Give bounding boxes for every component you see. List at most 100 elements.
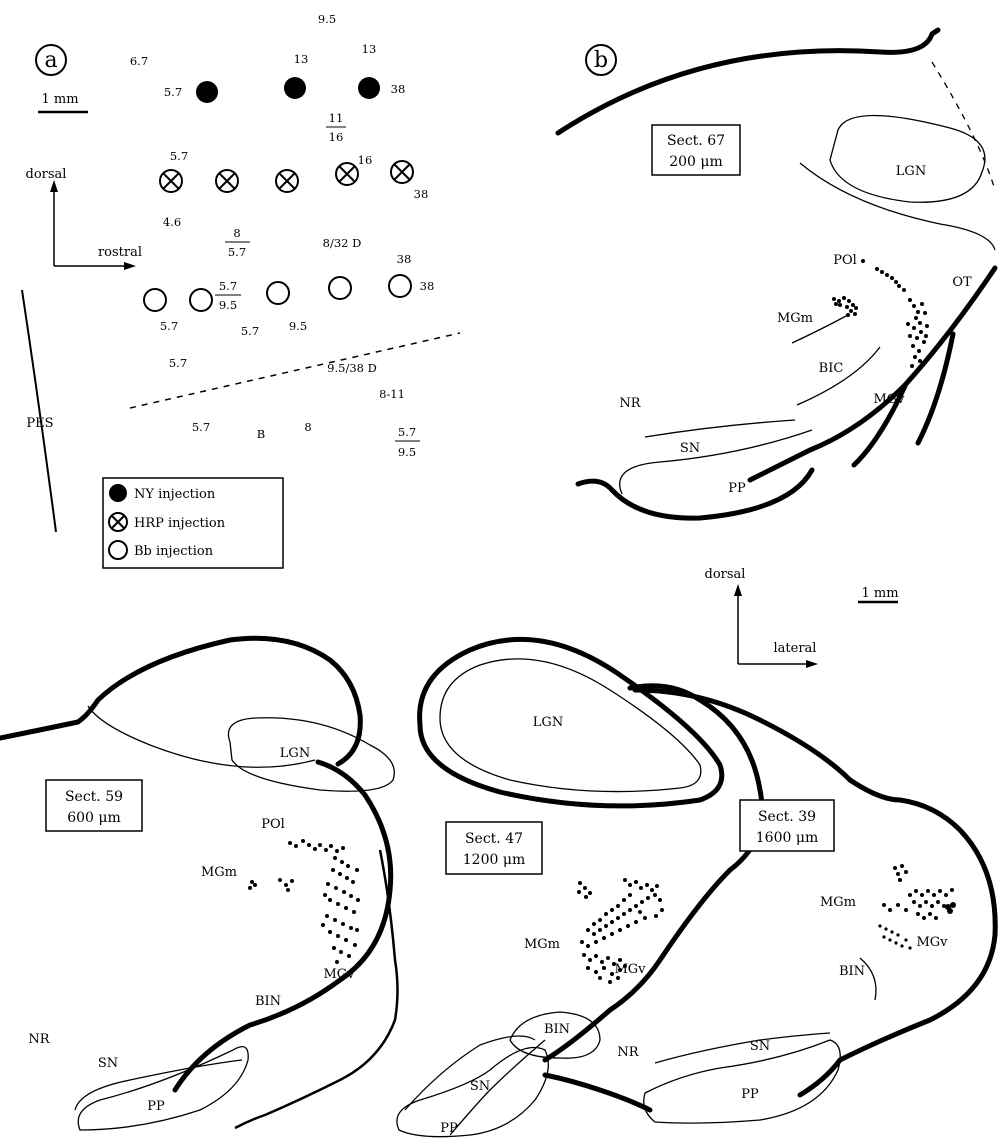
rostral-arrowhead <box>124 262 136 270</box>
lateral-arrowhead <box>806 660 818 668</box>
ny-injection-site <box>196 81 218 103</box>
pes-line <box>22 290 56 532</box>
legend: NY injection HRP injection Bb injection <box>103 478 283 568</box>
value-label: 4.6 <box>163 215 181 229</box>
hrp-injection-site <box>216 170 238 192</box>
ny-legend-icon <box>109 484 127 502</box>
region-label-sn: SN <box>750 1039 770 1054</box>
hrp-injection-site <box>391 161 413 183</box>
value-label: 38 <box>391 82 406 96</box>
value-label: 38 <box>397 252 412 266</box>
panel-b-label: b <box>594 48 608 73</box>
pp-39 <box>644 1040 840 1123</box>
section-depth: 1200 μm <box>463 852 525 868</box>
bb-injection-site <box>190 289 212 311</box>
lgn-b <box>830 115 985 202</box>
ny-injection-site <box>284 77 306 99</box>
region-label-pp: PP <box>728 481 746 496</box>
region-label-poi: POl <box>261 817 285 832</box>
brain-outline-47 <box>545 686 762 1060</box>
region-label-bin: BIN <box>255 994 281 1009</box>
region-label-bin: BIN <box>839 964 865 979</box>
brain-outline-59 <box>175 762 391 1090</box>
region-label-mgm: MGm <box>524 937 560 952</box>
value-label: 5.7 <box>241 324 259 338</box>
region-label-mgv: MGv <box>323 967 355 982</box>
bb-injection-site <box>329 277 351 299</box>
bb-injection-site <box>267 282 289 304</box>
bic-boundary <box>797 347 880 405</box>
scale-bar-a-label: 1 mm <box>41 92 78 107</box>
value-label: 9.5 <box>289 319 307 333</box>
panel-b: b Sect. 67 200 μm LGN POl OT MGm BIC MGv… <box>558 30 995 518</box>
brain-outline-b <box>578 470 812 518</box>
lgn-59 <box>228 718 394 792</box>
region-label-mgm: MGm <box>201 865 237 880</box>
legend-label: NY injection <box>134 487 216 502</box>
region-label-lgn: LGN <box>533 715 563 730</box>
value-label: 8-11 <box>379 387 405 401</box>
region-label-pp: PP <box>147 1099 165 1114</box>
region-label-pp: PP <box>741 1087 759 1102</box>
value-label: 8/32 D <box>323 236 362 250</box>
section-39: Sect. 39 1600 μm MGm MGv BIN SN PP <box>545 690 995 1123</box>
orientation-key: dorsal lateral 1 mm <box>705 567 899 668</box>
legend-label: Bb injection <box>134 544 214 559</box>
value-label: 5.7 <box>160 319 178 333</box>
section-depth: 200 μm <box>669 154 723 170</box>
lgn-47 <box>440 659 701 792</box>
labeled-cells <box>248 839 360 964</box>
region-label-lgn: LGN <box>280 746 310 761</box>
region-label-mgv: MGv <box>873 392 905 407</box>
value-label: 11 <box>329 111 344 125</box>
outline-47 <box>235 850 398 1128</box>
region-label-mgm: MGm <box>820 895 856 910</box>
value-label: 5.7 <box>228 245 246 259</box>
region-label-nr: NR <box>619 396 641 411</box>
region-label-nr: NR <box>617 1045 639 1060</box>
region-label-sn: SN <box>470 1079 490 1094</box>
scale-bar-b-label: 1 mm <box>861 586 898 601</box>
hrp-injection-site <box>160 170 182 192</box>
value-label: 16 <box>358 153 373 167</box>
section-47: Sect. 47 1200 μm LGN MGm MGv BIN NR SN P… <box>235 639 762 1136</box>
value-label: 13 <box>362 42 377 56</box>
region-label-bin: BIN <box>544 1022 570 1037</box>
dorsal-label: dorsal <box>26 167 67 182</box>
boundary-dashed <box>130 333 460 408</box>
region-label-nr: NR <box>28 1032 50 1047</box>
value-label: 5.7 <box>192 420 210 434</box>
sn-boundary <box>655 1033 830 1063</box>
value-label: 5.7 <box>219 279 237 293</box>
sn-boundary <box>645 420 795 437</box>
hrp-injection-site <box>276 170 298 192</box>
value-label: 5.7 <box>169 356 187 370</box>
section-title: Sect. 67 <box>667 133 725 149</box>
lateral-label: lateral <box>774 641 817 656</box>
value-label: 6.7 <box>130 54 148 68</box>
value-label: 8 <box>304 420 311 434</box>
pes-label: PES <box>26 416 53 431</box>
section-title: Sect. 59 <box>65 789 123 805</box>
value-label: 38 <box>420 279 435 293</box>
dorsal-label-b: dorsal <box>705 567 746 582</box>
section-title: Sect. 39 <box>758 809 816 825</box>
bb-injection-site <box>389 275 411 297</box>
section-depth: 600 μm <box>67 810 121 826</box>
region-label-sn: SN <box>98 1056 118 1071</box>
value-label: 9.5 <box>398 445 416 459</box>
labeled-cells <box>577 878 664 984</box>
brain-outline-39 <box>545 1075 650 1110</box>
ny-injection-site <box>358 77 380 99</box>
region-label-poi: POl <box>833 253 857 268</box>
region-label-lgn: LGN <box>896 164 926 179</box>
value-label: 13 <box>294 52 309 66</box>
bb-injection-site <box>144 289 166 311</box>
legend-label: HRP injection <box>134 516 226 531</box>
rostral-label: rostral <box>98 245 142 260</box>
value-label: 5.7 <box>170 149 188 163</box>
value-label: 9.5 <box>219 298 237 312</box>
region-label-pp: PP <box>440 1121 458 1136</box>
section-59: Sect. 59 600 μm LGN POl MGm MGv BIN NR S… <box>0 638 394 1130</box>
